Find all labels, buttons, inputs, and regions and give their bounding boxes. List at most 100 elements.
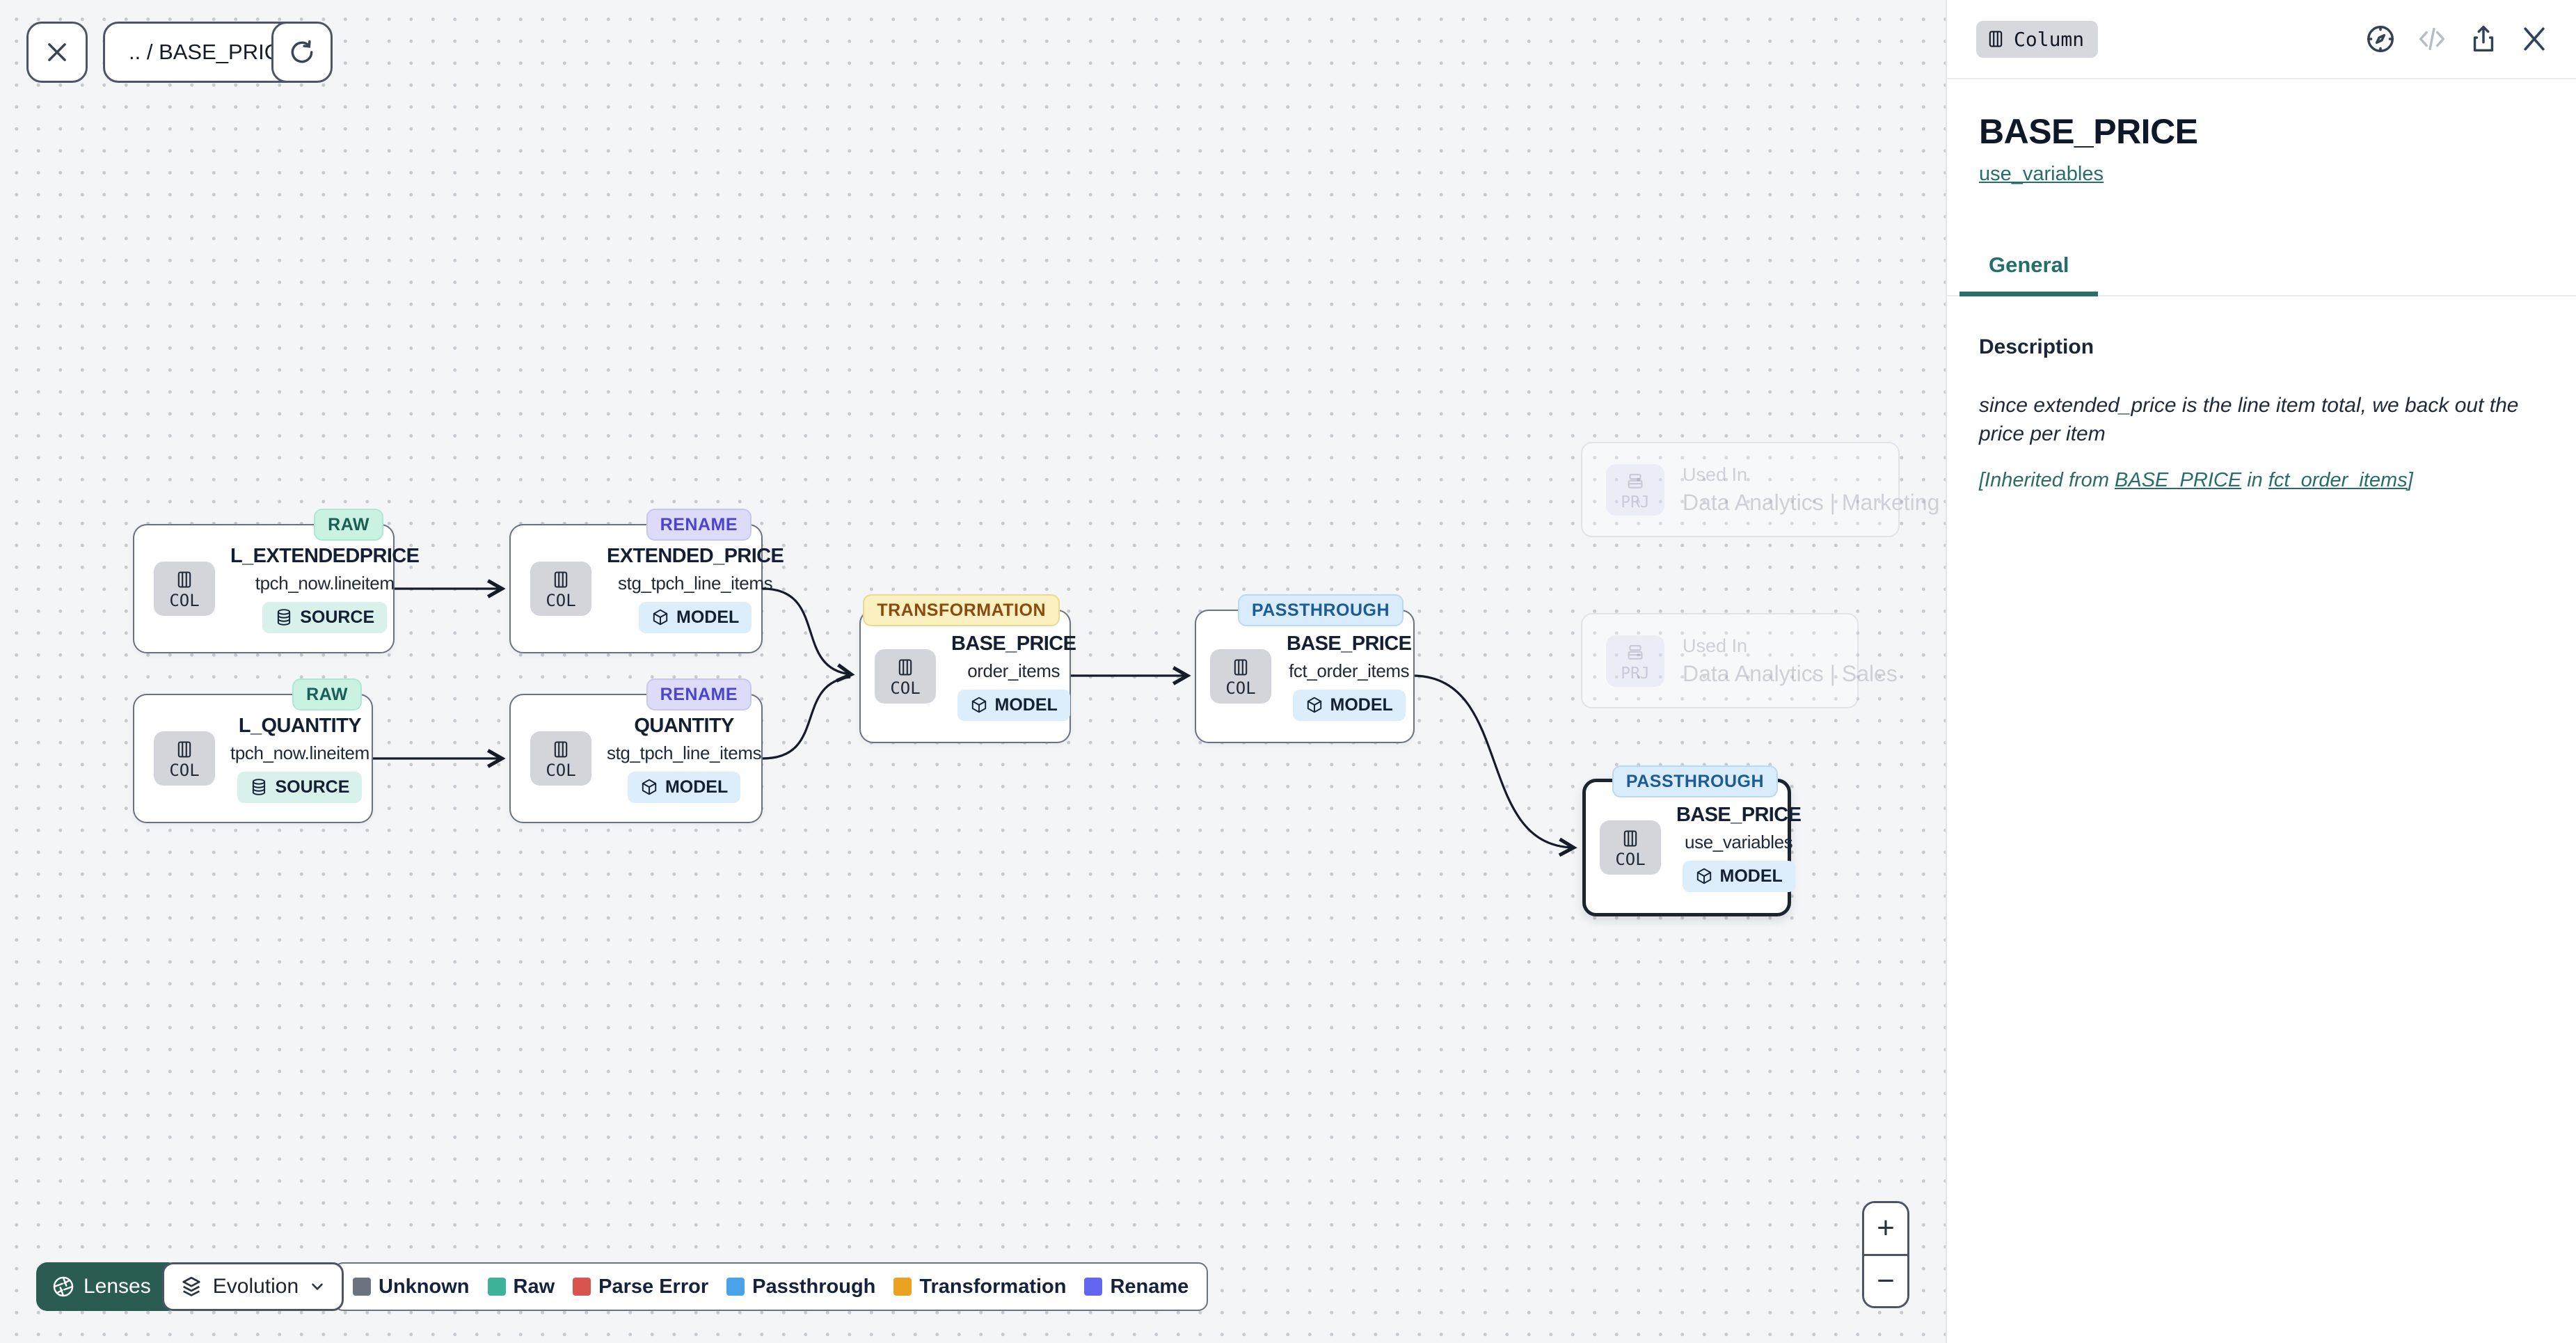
cube-icon [1307, 697, 1321, 713]
cube-icon [653, 609, 668, 626]
zoom-in-button[interactable]: + [1864, 1203, 1907, 1256]
legend-swatch [573, 1278, 591, 1296]
project-kind-chip: PRJ [1606, 635, 1664, 687]
node-subtitle: fct_order_items [1289, 660, 1410, 681]
node-title: BASE_PRICE [1287, 632, 1412, 655]
description-heading: Description [1979, 335, 2094, 358]
close-panel-icon[interactable] [2519, 24, 2550, 54]
legend-item: Transformation [893, 1276, 1066, 1298]
database-icon [278, 609, 291, 626]
legend-swatch [1084, 1278, 1103, 1296]
node-type-chip: SOURCE [237, 771, 363, 803]
refresh-button[interactable] [271, 22, 333, 83]
used-in-name: Data Analytics | Sales [1683, 660, 1898, 686]
column-icon [554, 741, 568, 758]
cube-icon [642, 779, 657, 795]
tab-general[interactable]: General [1959, 253, 2099, 296]
node-title: L_EXTENDEDPRICE [230, 544, 420, 567]
compass-icon[interactable] [2364, 23, 2396, 55]
node-subtitle: tpch_now.lineitem [230, 742, 369, 763]
model-link[interactable]: use_variables [1979, 163, 2104, 185]
lens-bar: Lenses Evolution [36, 1262, 344, 1311]
close-lineage-button[interactable] [26, 22, 88, 83]
entity-type-badge: Column [1976, 20, 2099, 58]
lenses-button[interactable]: Lenses [36, 1262, 179, 1311]
lineage-node-l-quantity[interactable]: RAW COL L_QUANTITY tpch_now.lineitem SOU… [133, 678, 373, 823]
node-subtitle: stg_tpch_line_items [607, 742, 762, 763]
status-badge: PASSTHROUGH [1237, 594, 1404, 626]
node-subtitle: tpch_now.lineitem [255, 572, 395, 594]
legend-item: Unknown [353, 1276, 470, 1298]
node-type-chip: MODEL [627, 771, 741, 803]
column-icon [554, 571, 568, 588]
details-panel: Column BASE_PRICE use_variables General … [1946, 0, 2576, 1343]
node-type-chip: MODEL [1292, 689, 1406, 721]
node-subtitle: use_variables [1685, 831, 1793, 852]
inherited-column-link[interactable]: BASE_PRICE [2115, 469, 2242, 492]
column-icon [1234, 659, 1248, 676]
column-kind-chip: COL [875, 649, 936, 704]
project-icon [1628, 473, 1643, 488]
legend-swatch [726, 1278, 745, 1296]
layers-icon [182, 1276, 200, 1296]
lineage-node-base-price-order-items[interactable]: TRANSFORMATION COL BASE_PRICE order_item… [859, 594, 1076, 743]
node-type-chip: MODEL [957, 689, 1070, 721]
column-icon [1623, 830, 1637, 847]
status-badge: RAW [314, 509, 383, 541]
lineage-node-quantity[interactable]: RENAME COL QUANTITY stg_tpch_line_items … [509, 678, 763, 823]
node-title: L_QUANTITY [238, 714, 362, 737]
node-title: BASE_PRICE [951, 632, 1076, 655]
database-icon [253, 779, 266, 795]
lens-mode-dropdown[interactable]: Evolution [161, 1262, 344, 1311]
column-kind-chip: COL [1600, 820, 1661, 875]
cube-icon [1696, 868, 1711, 884]
column-kind-chip: COL [154, 731, 215, 786]
lineage-node-base-price-fct-order-items[interactable]: PASSTHROUGH COL BASE_PRICE fct_order_ite… [1195, 594, 1415, 743]
lineage-node-l-extendedprice[interactable]: RAW COL L_EXTENDEDPRICE tpch_now.lineite… [133, 509, 420, 653]
column-icon [898, 659, 912, 676]
used-in-label: Used In [1683, 463, 1748, 485]
share-icon[interactable] [2467, 23, 2499, 55]
description-body: since extended_price is the line item to… [1979, 393, 2519, 445]
node-subtitle: stg_tpch_line_items [618, 572, 773, 594]
node-title: QUANTITY [634, 714, 734, 737]
code-icon[interactable] [2416, 23, 2448, 55]
inherited-note: [Inherited from BASE_PRICE in fct_order_… [1979, 469, 2413, 492]
panel-title: BASE_PRICE [1979, 112, 2198, 151]
used-in-node-marketing[interactable]: PRJ Used In Data Analytics | Marketing [1581, 442, 1939, 537]
cube-icon [971, 697, 986, 713]
column-kind-chip: COL [530, 731, 591, 786]
node-type-chip: SOURCE [262, 601, 388, 633]
legend-swatch [893, 1278, 912, 1296]
used-in-name: Data Analytics | Marketing [1683, 489, 1940, 515]
lens-legend: Unknown Raw Parse Error Passthrough Tran… [333, 1262, 1209, 1311]
legend-swatch [487, 1278, 506, 1296]
legend-swatch [353, 1278, 371, 1296]
project-kind-chip: PRJ [1606, 463, 1664, 516]
status-badge: PASSTHROUGH [1612, 765, 1778, 797]
legend-item: Raw [487, 1276, 555, 1298]
panel-header: Column [1947, 0, 2576, 79]
node-title: EXTENDED_PRICE [607, 544, 784, 567]
node-type-chip: MODEL [639, 601, 752, 633]
panel-header-icons [2364, 23, 2550, 55]
status-badge: RENAME [646, 509, 752, 541]
used-in-label: Used In [1683, 635, 1748, 656]
legend-item: Rename [1084, 1276, 1188, 1298]
refresh-icon [291, 40, 313, 63]
chevron-down-icon [312, 1283, 323, 1291]
close-icon [48, 43, 66, 61]
inherited-model-link[interactable]: fct_order_items [2268, 469, 2408, 492]
lineage-node-base-price-use-variables[interactable]: PASSTHROUGH COL BASE_PRICE use_variables… [1582, 765, 1802, 916]
legend-item: Parse Error [573, 1276, 708, 1298]
panel-tabs: General [1947, 253, 2576, 296]
column-kind-chip: COL [154, 562, 215, 616]
column-kind-chip: COL [1210, 649, 1271, 704]
lineage-node-extended-price[interactable]: RENAME COL EXTENDED_PRICE stg_tpch_line_… [509, 509, 784, 653]
zoom-out-button[interactable]: − [1864, 1255, 1907, 1306]
lineage-canvas[interactable]: .. / BASE_PRICE RAW COL L_EXTENDEDPRICE … [0, 0, 1946, 1343]
node-subtitle: order_items [967, 660, 1060, 681]
column-icon [177, 571, 191, 588]
node-title: BASE_PRICE [1676, 803, 1802, 826]
used-in-node-sales[interactable]: PRJ Used In Data Analytics | Sales [1581, 613, 1898, 708]
